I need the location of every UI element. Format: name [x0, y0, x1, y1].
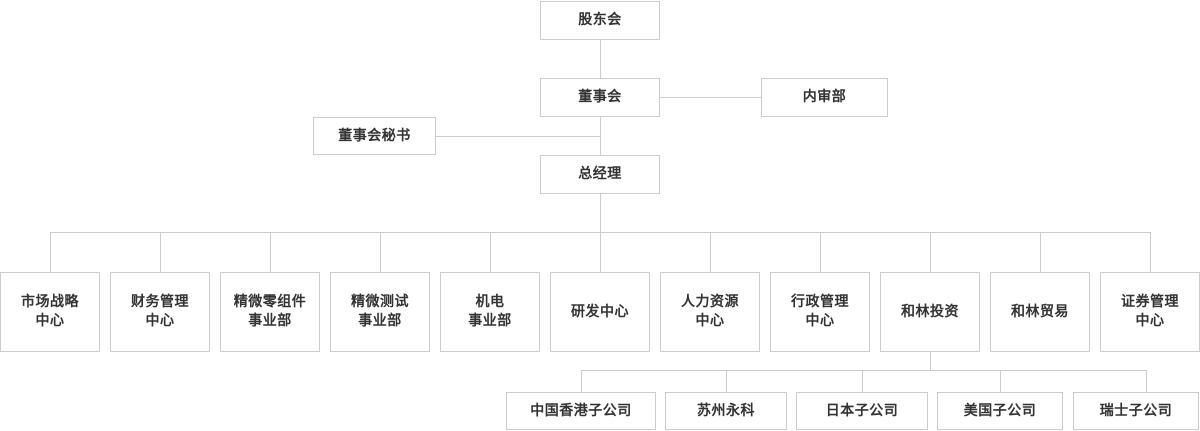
- org-node-dept-7[interactable]: 人力资源 中心: [660, 272, 760, 352]
- org-node-dept-10[interactable]: 和林贸易: [990, 272, 1090, 352]
- org-node-dept-6[interactable]: 研发中心: [550, 272, 650, 352]
- connector-bus-to-dept-2: [160, 232, 161, 272]
- org-node-audit[interactable]: 内审部: [761, 78, 888, 117]
- connector-dept-9-to-subsidiary-bus: [930, 352, 931, 371]
- org-node-board[interactable]: 董事会: [540, 78, 660, 117]
- connector-bus-to-dept-9: [930, 232, 931, 272]
- connector-board-secretary-to-gm: [436, 136, 600, 137]
- org-node-sub-2[interactable]: 苏州永科: [665, 392, 787, 430]
- org-node-sub-1[interactable]: 中国香港子公司: [506, 392, 656, 430]
- connector-gm-to-department-bus: [600, 194, 601, 233]
- connector-bus-to-dept-5: [490, 232, 491, 272]
- connector-bus-to-dept-8: [820, 232, 821, 272]
- connector-board-to-audit: [660, 97, 761, 98]
- connector-bus-to-dept-4: [380, 232, 381, 272]
- connector-bus-to-sub-3: [862, 370, 863, 392]
- connector-bus-to-dept-7: [710, 232, 711, 272]
- connector-bus-to-dept-11: [1150, 232, 1151, 272]
- org-node-dept-5[interactable]: 机电 事业部: [440, 272, 540, 352]
- org-node-sub-3[interactable]: 日本子公司: [796, 392, 928, 430]
- connector-bus-to-dept-1: [50, 232, 51, 272]
- org-node-dept-1[interactable]: 市场战略 中心: [0, 272, 100, 352]
- org-node-board-secretary[interactable]: 董事会秘书: [313, 117, 436, 155]
- org-node-shareholders[interactable]: 股东会: [540, 1, 660, 40]
- org-node-general-manager[interactable]: 总经理: [540, 155, 660, 194]
- connector-bus-to-sub-2: [726, 370, 727, 392]
- org-node-dept-3[interactable]: 精微零组件 事业部: [220, 272, 320, 352]
- org-node-dept-4[interactable]: 精微测试 事业部: [330, 272, 430, 352]
- org-node-dept-11[interactable]: 证券管理 中心: [1100, 272, 1200, 352]
- org-node-dept-8[interactable]: 行政管理 中心: [770, 272, 870, 352]
- connector-bus-to-dept-10: [1040, 232, 1041, 272]
- connector-bus-to-dept-3: [270, 232, 271, 272]
- connector-board-to-gm: [600, 117, 601, 155]
- subsidiary-bus-line: [581, 370, 1146, 371]
- connector-shareholders-to-board: [600, 40, 601, 78]
- org-node-dept-9[interactable]: 和林投资: [880, 272, 980, 352]
- org-node-sub-5[interactable]: 瑞士子公司: [1073, 392, 1199, 430]
- org-node-sub-4[interactable]: 美国子公司: [937, 392, 1063, 430]
- connector-bus-to-sub-4: [1000, 370, 1001, 392]
- org-node-dept-2[interactable]: 财务管理 中心: [110, 272, 210, 352]
- connector-bus-to-dept-6: [600, 232, 601, 272]
- connector-bus-to-sub-1: [581, 370, 582, 392]
- connector-bus-to-sub-5: [1146, 370, 1147, 392]
